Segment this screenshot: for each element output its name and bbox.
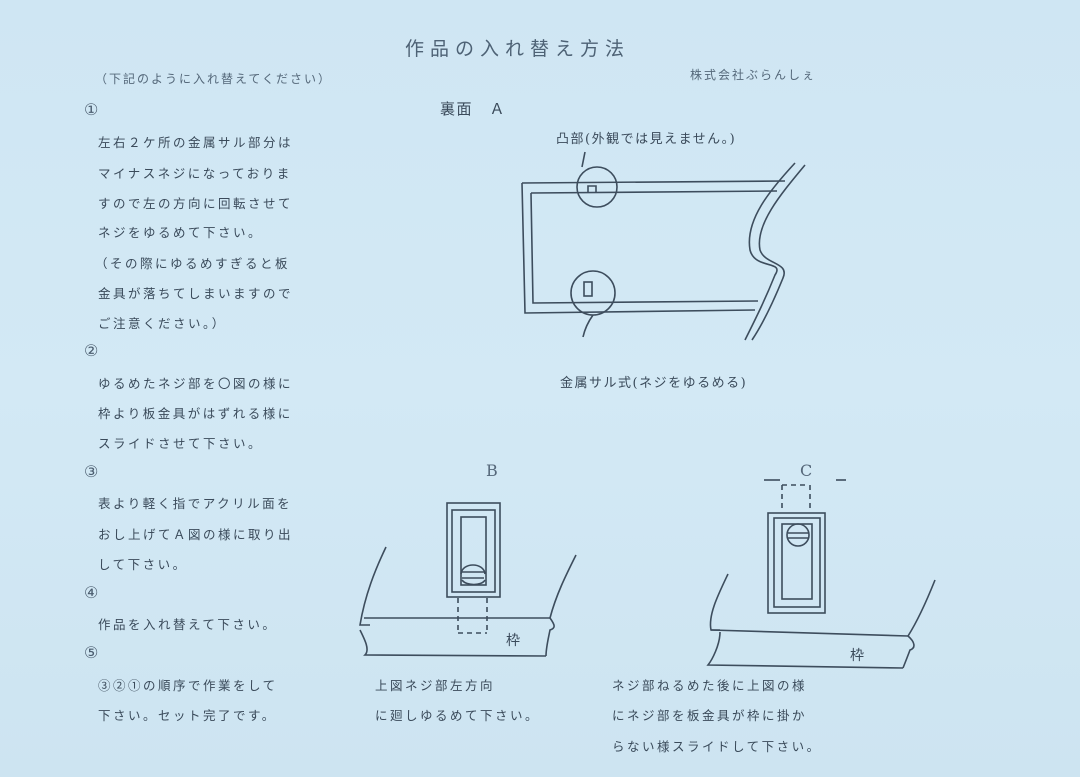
step-1-line: マイナスネジになっておりま: [98, 166, 292, 181]
step-2-number: ②: [84, 341, 99, 360]
step-3-number: ③: [84, 462, 99, 481]
step-1-line: すので左の方向に回転させて: [98, 196, 294, 211]
step-1-line: ご注意ください。）: [98, 316, 227, 331]
step-1-number: ①: [84, 100, 99, 119]
diagram-a-callout: 凸部(外観では見えません。): [556, 132, 737, 147]
step-4-number: ④: [84, 583, 99, 602]
diagram-c-label: C: [800, 461, 813, 480]
document-title: 作品の入れ替え方法: [405, 38, 631, 60]
diagram-c-frame-text: 枠: [850, 648, 866, 664]
step-3-line: 表より軽く指でアクリル面を: [98, 496, 293, 511]
step-4-line: 作品を入れ替えて下さい。: [98, 617, 278, 632]
diagram-c-caption-line: にネジ部を板金具が枠に掛か: [612, 708, 808, 723]
diagram-a-caption: 金属サル式(ネジをゆるめる): [560, 376, 748, 391]
diagram-c-caption-line: らない様スライドして下さい。: [612, 739, 822, 754]
diagram-b-drawing: [359, 502, 577, 657]
step-3-line: おし上げてＡ図の様に取り出: [98, 527, 294, 542]
step-1-line: 金具が落ちてしまいますので: [98, 286, 294, 301]
step-1-line: 左右２ケ所の金属サル部分は: [98, 135, 294, 150]
step-5-line: ③②①の順序で作業をして: [98, 678, 278, 693]
diagram-b-caption-line: に廻しゆるめて下さい。: [375, 708, 541, 723]
diagram-b-label: B: [486, 461, 498, 480]
step-1-line: （その際にゆるめすぎると板: [95, 256, 291, 271]
diagram-c-caption-line: ネジ部ねるめた後に上図の様: [612, 678, 808, 693]
company-name: 株式会社ぶらんしぇ: [690, 68, 817, 82]
step-2-line: 枠より板金具がはずれる様に: [98, 406, 293, 421]
diagram-c-drawing: [706, 479, 936, 669]
step-5-line: 下さい。セット完了です。: [98, 708, 277, 723]
step-2-line: スライドさせて下さい。: [98, 436, 264, 451]
step-3-line: して下さい。: [98, 557, 188, 572]
diagram-a-heading: 裏面 Ａ: [440, 100, 507, 118]
diagram-b-caption-line: 上図ネジ部左方向: [375, 678, 496, 693]
step-1-line: ネジをゆるめて下さい。: [98, 225, 264, 240]
step-5-number: ⑤: [84, 643, 99, 662]
diagram-a-frame-drawing: [521, 151, 806, 341]
instruction-note: （下記のように入れ替えてください）: [95, 72, 333, 86]
step-2-line: ゆるめたネジ部を〇図の様に: [98, 376, 294, 391]
diagram-b-frame-text: 枠: [506, 633, 522, 649]
